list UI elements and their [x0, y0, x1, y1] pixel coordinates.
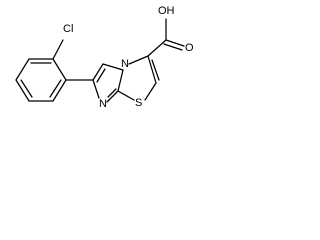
chlorophenyl-ring: Cl — [15, 23, 73, 102]
bond-c2-s1 — [144, 82, 157, 101]
bond-ar6-ar1-double — [49, 79, 62, 98]
chemical-structure-diagram: OH O N N S Cl — [15, 5, 194, 110]
atom-label-nitrogen-bridgehead: N — [121, 58, 129, 70]
atom-label-chlorine: Cl — [63, 23, 73, 35]
bond-c3-c2-double — [151, 59, 160, 81]
bond-c-o-double-b — [163, 43, 183, 51]
bond-c-o-double-a — [165, 39, 185, 47]
bond-ar3-ar4 — [15, 58, 30, 81]
bond-ar1-ar2 — [52, 58, 67, 81]
bond-c3-n4 — [128, 55, 149, 65]
carboxylic-acid-group: OH O — [147, 5, 194, 57]
bond-ar6-ar1 — [52, 79, 67, 102]
atom-label-hydroxyl: OH — [158, 5, 175, 17]
bond-c6-n7 — [92, 79, 100, 99]
bond-c5-c6-double — [96, 68, 106, 83]
atom-label-sulfur: S — [135, 97, 142, 109]
bond-ar2-cl — [52, 39, 64, 60]
bond-n7-c7a — [106, 90, 119, 103]
bond-n4-c5 — [102, 63, 124, 71]
imidazothiazole-core: N N S — [92, 55, 160, 110]
atom-label-carbonyl-oxygen: O — [185, 42, 194, 54]
bond-n7-c7a-double — [107, 88, 117, 98]
bond-c3-c2 — [147, 55, 157, 84]
bond-c5-c6 — [92, 63, 104, 81]
bond-ar4-ar5-double — [20, 79, 33, 98]
bond-c7a-n4 — [117, 69, 124, 92]
atom-label-nitrogen-imine: N — [99, 98, 107, 110]
bond-cooh-c3 — [147, 39, 167, 57]
bond-s1-c7a — [117, 90, 135, 101]
bond-ar4-ar5 — [15, 79, 30, 102]
